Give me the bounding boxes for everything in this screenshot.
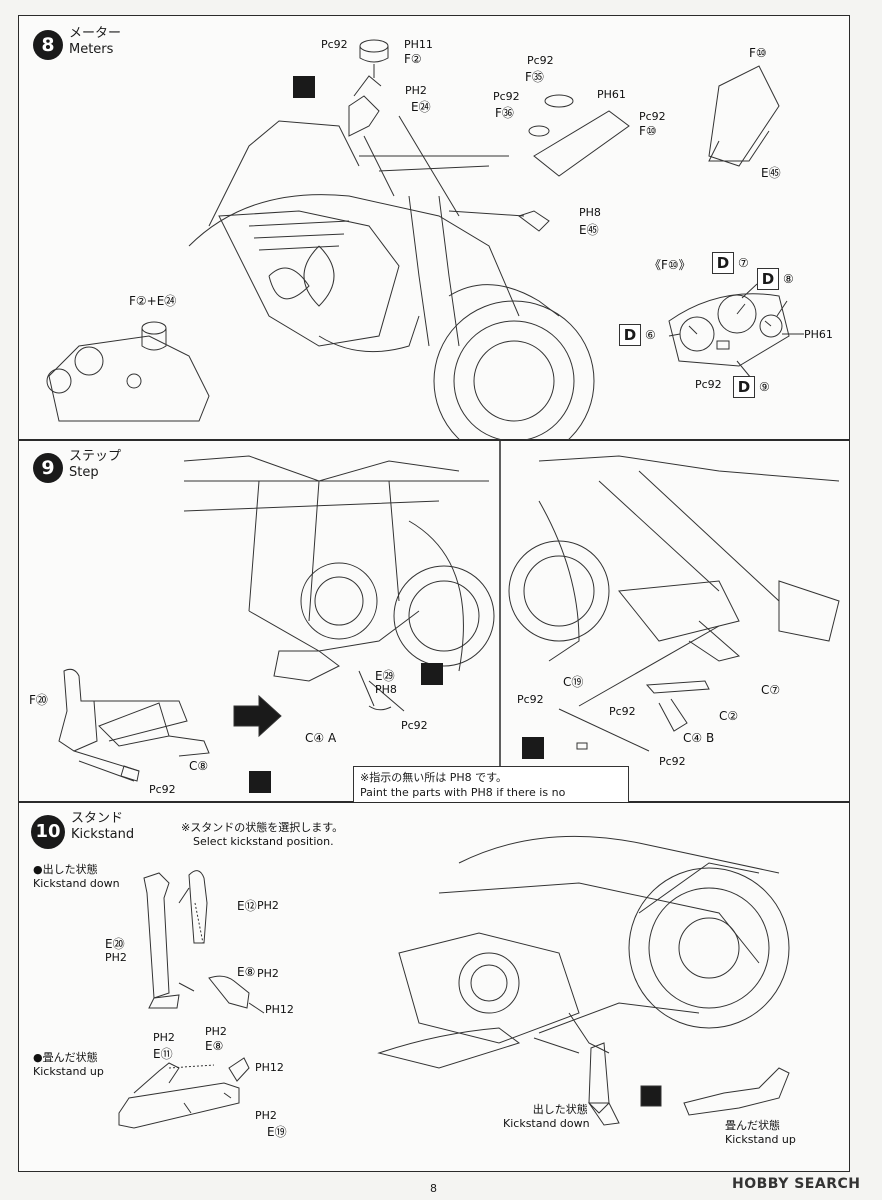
step-9-title-en: Step: [69, 465, 99, 480]
label-pc92: Pc92: [659, 755, 686, 768]
label-e11: E⑪: [153, 1047, 173, 1061]
label-d8: ⑧: [783, 272, 794, 286]
label-ph2: PH2: [205, 1025, 227, 1038]
label-f2-e24: F②+E㉔: [129, 294, 177, 308]
label-ph2: PH2: [257, 899, 279, 912]
step-10-number: 10: [31, 815, 65, 849]
kickstand-down-jp: ●出した状態: [33, 863, 98, 876]
label-d9: ⑨: [759, 380, 770, 394]
kickstand-instruction: ※スタンドの状態を選択します。 Select kickstand positio…: [181, 821, 343, 849]
label-f36: F㊱: [495, 106, 514, 120]
label-c8: C⑧: [189, 759, 209, 773]
kickstand-up-jp: ●畳んだ状態: [33, 1051, 98, 1064]
label-ph2: PH2: [153, 1031, 175, 1044]
kickstand-down-heading: ●出した状態 Kickstand down: [33, 863, 120, 891]
page-number: 8: [430, 1182, 437, 1195]
label-pc92: Pc92: [609, 705, 636, 718]
paint-icon: [421, 663, 443, 685]
decal-d6-box: D: [619, 324, 641, 346]
kickstand-up-en: Kickstand up: [33, 1065, 104, 1078]
label-d6: ⑥: [645, 328, 656, 342]
watermark-logo: HOBBY SEARCH: [732, 1176, 861, 1192]
label-pc92: Pc92: [695, 378, 722, 391]
label-ph61: PH61: [597, 88, 626, 101]
label-f10-detail: 《F⑩》: [649, 258, 691, 272]
step-8-number: 8: [33, 30, 63, 60]
label-pc92: Pc92: [321, 38, 348, 51]
paint-icon: [293, 76, 315, 98]
label-ph8: PH8: [579, 206, 601, 219]
label-ph2: PH2: [257, 967, 279, 980]
label-e45: E㊺: [761, 166, 781, 180]
label-e12: E⑫: [237, 899, 257, 913]
label-ph12: PH12: [265, 1003, 294, 1016]
label-ph8: PH8: [375, 683, 397, 696]
step-10-title-en: Kickstand: [71, 827, 135, 842]
label-c19: C⑲: [563, 675, 584, 689]
label-ph61: PH61: [804, 328, 833, 341]
label-e8: E⑧: [237, 965, 256, 979]
label-pc92: Pc92: [149, 783, 176, 796]
step-9-number: 9: [33, 453, 63, 483]
paint-icon: [522, 737, 544, 759]
label-pc92: Pc92: [401, 719, 428, 732]
label-f20: F⑳: [29, 693, 48, 707]
label-pc92: Pc92: [493, 90, 520, 103]
label-e8: E⑧: [205, 1039, 224, 1053]
paint-note-jp: ※指示の無い所は PH8 です。: [360, 771, 508, 784]
step-9-title-jp: ステップ: [69, 449, 122, 464]
label-e45: E㊺: [579, 223, 599, 237]
label-e29: E㉙: [375, 669, 395, 683]
label-f2: F②: [404, 52, 422, 66]
view-kickstand-down: 出した状態 Kickstand down: [503, 1103, 590, 1131]
view-kickstand-up-jp: 畳んだ状態: [725, 1119, 780, 1132]
label-ph2: PH2: [405, 84, 427, 97]
step-9-panel: 9 ステップ Step E㉙ PH8 F⑳ C⑧ Pc92 C④ A Pc92 …: [18, 440, 850, 819]
label-c4a: C④ A: [305, 731, 337, 745]
label-e19: E⑲: [267, 1125, 287, 1139]
label-ph2: PH2: [105, 951, 127, 964]
step-8-panel: 8 メーター Meters Pc92 PH11 F② PH2 E㉔ Pc92 F…: [18, 15, 850, 441]
view-kickstand-down-en: Kickstand down: [503, 1117, 590, 1130]
step-10-title: スタンド Kickstand: [71, 811, 134, 843]
label-e20: E⑳: [105, 937, 125, 951]
label-pc92: Pc92: [639, 110, 666, 123]
label-e24: E㉔: [411, 100, 431, 114]
step-8-title-jp: メーター: [69, 26, 122, 41]
label-pc92: Pc92: [527, 54, 554, 67]
decal-d7-box: D: [712, 252, 734, 274]
step-10-illustration: [118, 835, 790, 1129]
step-9-illustration: [58, 441, 840, 803]
kickstand-instruction-jp: ※スタンドの状態を選択します。: [181, 821, 344, 834]
kickstand-up-heading: ●畳んだ状態 Kickstand up: [33, 1051, 104, 1079]
decal-d9-box: D: [733, 376, 755, 398]
label-pc92: Pc92: [517, 693, 544, 706]
decal-d8-box: D: [757, 268, 779, 290]
step-8-title-en: Meters: [69, 42, 114, 57]
label-f10: F⑩: [749, 46, 767, 60]
step-10-title-jp: スタンド: [71, 811, 124, 826]
label-c2: C②: [719, 709, 739, 723]
paint-icon: [249, 771, 271, 793]
step-8-illustration: [46, 39, 804, 441]
label-f35: F㉟: [525, 70, 544, 84]
kickstand-down-en: Kickstand down: [33, 877, 120, 890]
label-c4b: C④ B: [683, 731, 715, 745]
view-kickstand-up: 畳んだ状態 Kickstand up: [725, 1119, 796, 1147]
label-f10: F⑩: [639, 124, 657, 138]
label-ph11: PH11: [404, 38, 433, 51]
label-ph2: PH2: [255, 1109, 277, 1122]
step-10-panel: 10 スタンド Kickstand ※スタンドの状態を選択します。 Select…: [18, 802, 850, 1172]
view-kickstand-up-en: Kickstand up: [725, 1133, 796, 1146]
step-8-title: メーター Meters: [69, 26, 121, 58]
view-kickstand-down-jp: 出した状態: [532, 1103, 588, 1116]
label-d7: ⑦: [738, 256, 749, 270]
label-c7: C⑦: [761, 683, 781, 697]
step-9-title: ステップ Step: [69, 449, 121, 481]
kickstand-instruction-en: Select kickstand position.: [193, 835, 334, 848]
label-ph12: PH12: [255, 1061, 284, 1074]
